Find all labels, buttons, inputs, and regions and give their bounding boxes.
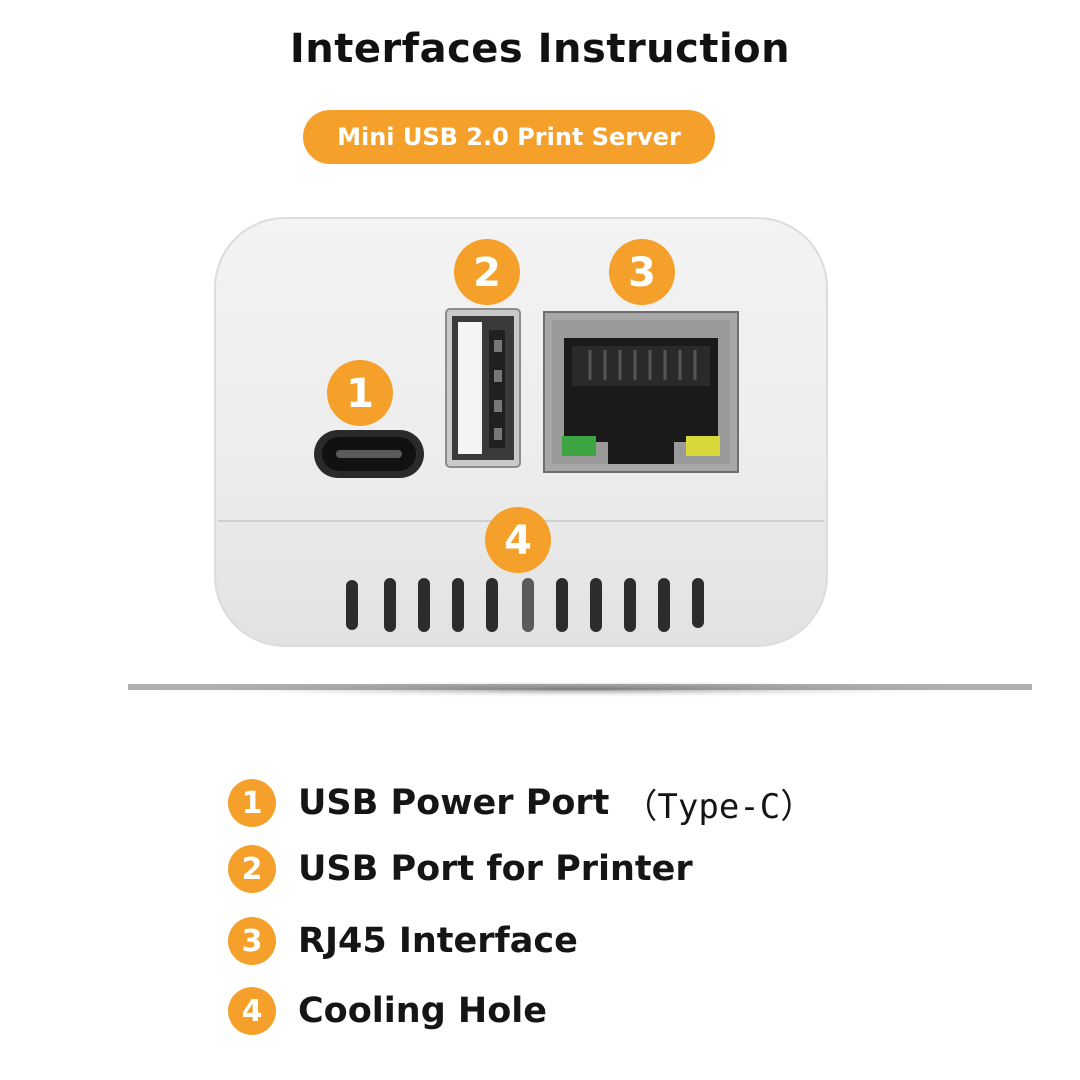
callout-badge-1: 1	[327, 360, 393, 426]
device-illustration: 1 2 3 4	[128, 217, 1032, 698]
legend-item-usb-printer: 2 USB Port for Printer	[228, 842, 693, 896]
callout-badge-2: 2	[454, 239, 520, 305]
rj45-port	[543, 311, 739, 473]
legend-number-3: 3	[228, 917, 276, 965]
legend-item-usb-power: 1 USB Power Port （Type-C）	[228, 776, 814, 830]
callout-badge-4: 4	[485, 507, 551, 573]
legend-number-1: 1	[228, 779, 276, 827]
svg-text:4: 4	[504, 518, 532, 564]
usb-c-port	[314, 430, 424, 478]
legend-item-rj45: 3 RJ45 Interface	[228, 914, 578, 968]
legend-number-2: 2	[228, 845, 276, 893]
link-led-green	[562, 436, 596, 456]
legend-item-cooling: 4 Cooling Hole	[228, 984, 547, 1038]
print-server-device: 1 2 3 4	[128, 217, 1032, 698]
legend-label: Cooling Hole	[298, 991, 547, 1031]
product-name-badge: Mini USB 2.0 Print Server	[303, 110, 715, 164]
callout-badge-3: 3	[609, 239, 675, 305]
activity-led-yellow	[686, 436, 720, 456]
svg-text:3: 3	[628, 250, 656, 296]
svg-text:2: 2	[473, 250, 501, 296]
legend-label: USB Power Port	[298, 783, 610, 823]
svg-text:1: 1	[346, 371, 374, 417]
cooling-vents	[346, 578, 704, 632]
legend-suffix: （Type-C）	[623, 786, 815, 827]
legend-number-4: 4	[228, 987, 276, 1035]
legend-label: RJ45 Interface	[298, 921, 578, 961]
usb-a-port	[445, 308, 521, 468]
page-title: Interfaces Instruction	[289, 26, 791, 72]
legend-label: USB Port for Printer	[298, 849, 693, 889]
